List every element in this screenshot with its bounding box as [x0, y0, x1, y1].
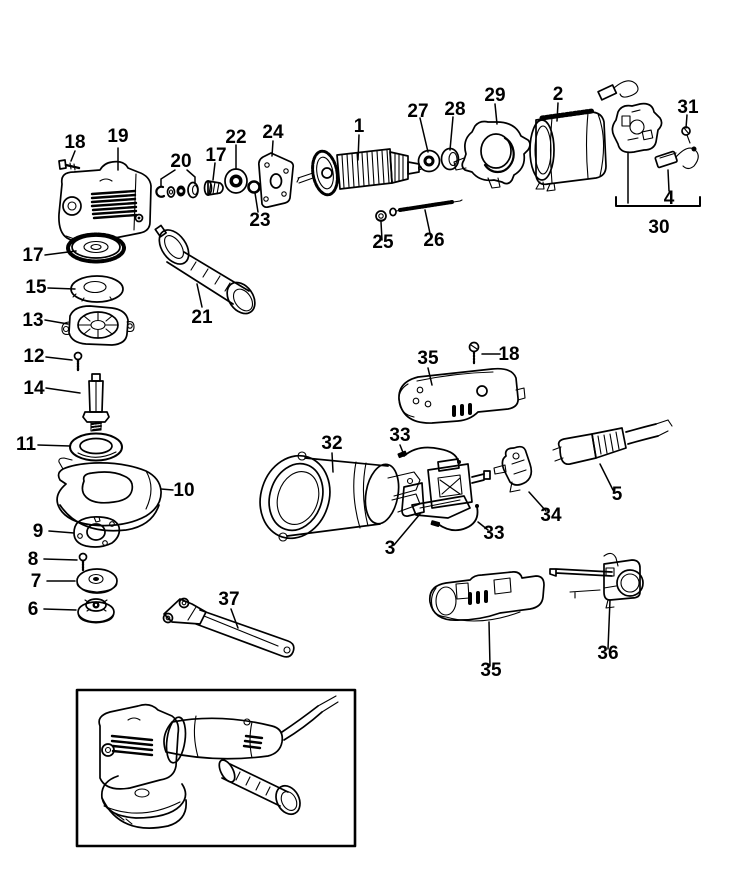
field-2-drawing	[529, 108, 607, 192]
leader-lines	[37, 102, 688, 667]
part-label-12: 12	[23, 346, 44, 367]
washer-7-drawing	[76, 568, 118, 594]
part-label-34: 34	[540, 505, 562, 526]
part-label-9: 9	[33, 521, 44, 542]
part-label-33-upper: 33	[389, 425, 410, 446]
part-label-5: 5	[612, 484, 623, 505]
part-label-3: 3	[385, 538, 396, 559]
clamp-nut-6-drawing	[77, 598, 115, 624]
gear-housing-19-drawing	[58, 160, 152, 244]
screw-8-drawing	[78, 552, 88, 572]
part-label-7: 7	[31, 571, 42, 592]
flange-9-drawing	[73, 516, 121, 548]
wire-33-lower-drawing	[430, 504, 479, 532]
part-label-36: 36	[597, 643, 618, 664]
cord-set-5-drawing	[552, 419, 673, 466]
part-label-37: 37	[218, 589, 239, 610]
spindle-14-drawing	[82, 373, 110, 432]
part-labels: 18 19 20 17 22 24 23 1 27 28 29 2 31 4 3…	[16, 84, 699, 681]
part-label-8: 8	[28, 549, 39, 570]
crown-gear-17-drawing	[66, 232, 126, 264]
part-label-27: 27	[407, 101, 428, 122]
bearing-flange-13-drawing	[61, 305, 135, 346]
nut-25-drawing	[375, 210, 387, 222]
ring-28-drawing	[440, 147, 460, 171]
part-label-18-middle: 18	[498, 344, 519, 365]
part-label-32: 32	[321, 433, 342, 454]
screw-18-middle-drawing	[468, 341, 480, 366]
part-label-13: 13	[22, 310, 43, 331]
assembled-grinder-drawing	[98, 695, 339, 829]
screw-18-top-drawing	[58, 159, 81, 171]
wheel-guard-10-drawing	[56, 457, 162, 532]
washer-15-drawing	[70, 275, 124, 303]
carbon-brush-4-drawing	[654, 146, 699, 170]
plate-24-drawing	[257, 152, 295, 209]
part-label-10: 10	[173, 480, 194, 501]
housing-cover-35-bottom-drawing	[428, 571, 545, 622]
part-label-30: 30	[648, 217, 669, 238]
part-label-19: 19	[107, 126, 128, 147]
wire-33-upper-drawing	[397, 446, 461, 464]
lock-lever-36-drawing	[549, 552, 644, 609]
bearing-bracket-29-drawing	[453, 120, 531, 189]
brush-holder-30-drawing	[597, 80, 701, 207]
part-label-23: 23	[249, 210, 270, 231]
part-label-35-top: 35	[417, 348, 439, 369]
part-label-6: 6	[28, 599, 39, 620]
cord-clamp-34-drawing	[493, 445, 533, 493]
part-label-21: 21	[191, 307, 213, 328]
part-label-11: 11	[16, 434, 37, 455]
part-label-2: 2	[553, 84, 564, 105]
part-label-17-top: 17	[205, 145, 226, 166]
motor-housing-32-drawing	[259, 451, 421, 542]
bearing-27-drawing	[417, 149, 441, 173]
ring-11-drawing	[69, 432, 123, 462]
spanner-wrench-37-drawing	[162, 597, 295, 658]
part-label-14: 14	[23, 378, 45, 399]
pinion-17-drawing	[203, 180, 224, 196]
clip-31-drawing	[681, 126, 691, 144]
part-label-33-lower: 33	[483, 523, 504, 544]
part-label-28: 28	[444, 99, 465, 120]
ring-set-20-drawing	[155, 181, 199, 199]
part-label-17-left: 17	[22, 245, 43, 266]
part-label-15: 15	[25, 277, 47, 298]
side-handle-21-drawing	[154, 224, 256, 315]
armature-1-drawing	[296, 148, 423, 197]
part-label-24: 24	[262, 122, 284, 143]
part-label-4: 4	[664, 188, 675, 209]
part-label-29: 29	[484, 85, 505, 106]
part-label-18-top: 18	[64, 132, 85, 153]
part-label-26: 26	[423, 230, 444, 251]
ring-23-drawing	[247, 180, 261, 194]
part-label-22: 22	[225, 127, 246, 148]
bearing-22-drawing	[224, 168, 248, 194]
part-label-35-bottom: 35	[480, 660, 502, 681]
part-label-20: 20	[170, 151, 191, 172]
part-label-1: 1	[354, 116, 365, 137]
assembled-tool-inset	[75, 688, 357, 848]
screw-12-drawing	[73, 351, 83, 373]
part-label-25: 25	[372, 232, 394, 253]
screw-26-drawing	[389, 199, 463, 217]
part-label-31: 31	[677, 97, 699, 118]
housing-cover-35-top-drawing	[398, 367, 526, 424]
switch-3-drawing	[401, 458, 491, 519]
